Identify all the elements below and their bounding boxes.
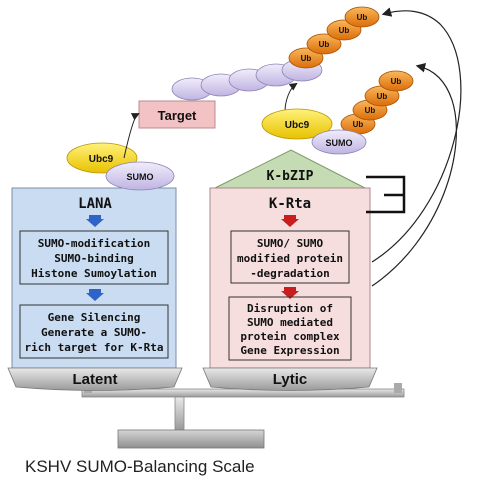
krta-box2-line1: Disruption of xyxy=(247,302,333,315)
sumo-left: SUMO xyxy=(105,161,175,191)
lytic-label: Lytic xyxy=(273,371,307,388)
ubc9-right-label: Ubc9 xyxy=(285,120,310,131)
lana-box1-line3: Histone Sumoylation xyxy=(31,267,157,280)
down-arrow-red-2 xyxy=(281,287,299,299)
ub-right-3-label: Ub xyxy=(377,92,388,101)
krta-box1-line1: SUMO/ SUMO xyxy=(257,237,324,250)
krta-box2-line4: Gene Expression xyxy=(240,344,339,357)
ub-chain-top: Ub Ub Ub Ub xyxy=(288,6,380,69)
krta-box2-line3: protein complex xyxy=(240,330,340,343)
down-arrow-blue-1 xyxy=(86,215,104,227)
kbzip-label: K-bZIP xyxy=(267,169,314,184)
down-arrow-red-1 xyxy=(281,215,299,227)
sumo-left-label: SUMO xyxy=(127,172,154,182)
ubc9-right: Ubc9 xyxy=(261,108,333,140)
long-arrow-to-ub-right xyxy=(371,62,457,287)
lana-title: LANA xyxy=(78,196,112,212)
ub-top-3-label: Ub xyxy=(339,26,350,35)
down-arrow-blue-2 xyxy=(86,289,104,301)
krta-box-2 xyxy=(228,296,352,361)
inhibition-bracket xyxy=(366,175,406,214)
ub-right-4-label: Ub xyxy=(391,77,402,86)
krta-box1-line3: -degradation xyxy=(250,267,329,280)
ubc9-left-label: Ubc9 xyxy=(89,154,114,165)
ub-right-2-label: Ub xyxy=(365,106,376,115)
diagram-caption: KSHV SUMO-Balancing Scale xyxy=(25,457,255,476)
ub-chain-right: Ub Ub Ub Ub xyxy=(340,70,414,135)
ub-top-1-label: Ub xyxy=(301,54,312,63)
curved-arrow-to-target xyxy=(123,113,140,159)
curved-arrow-to-sumo-chain xyxy=(284,82,298,113)
krta-box1-line2: modified protein xyxy=(237,252,343,265)
lana-box1-line1: SUMO-modification xyxy=(38,237,151,250)
lana-box-1 xyxy=(19,230,169,285)
krta-title: K-Rta xyxy=(269,196,311,212)
latent-panel: Latent LANA SUMO-modification SUMO-bindi… xyxy=(7,187,183,391)
ub-top-4-label: Ub xyxy=(357,13,368,22)
ub-right-1-label: Ub xyxy=(353,120,364,129)
lana-box-2 xyxy=(19,304,169,359)
lana-box2-line3: rich target for K-Rta xyxy=(24,341,163,354)
long-arrow-to-ub-top xyxy=(371,7,462,263)
krta-box2-line2: SUMO mediated xyxy=(247,316,333,329)
target-box: Target xyxy=(138,100,216,129)
scale-stand xyxy=(81,383,405,449)
lana-box2-line1: Gene Silencing xyxy=(48,311,141,324)
target-label: Target xyxy=(158,108,197,123)
sumo-right: SUMO xyxy=(311,129,367,155)
lana-box2-line2: Generate a SUMO- xyxy=(41,326,147,339)
lana-box1-line2: SUMO-binding xyxy=(54,252,133,265)
sumo-right-label: SUMO xyxy=(326,138,353,148)
latent-label: Latent xyxy=(73,371,118,388)
ub-top-2-label: Ub xyxy=(319,40,330,49)
lytic-panel: K-bZIP Lytic K-Rta SUMO/ SUMO modified p… xyxy=(202,149,378,391)
krta-box-1 xyxy=(230,230,350,284)
